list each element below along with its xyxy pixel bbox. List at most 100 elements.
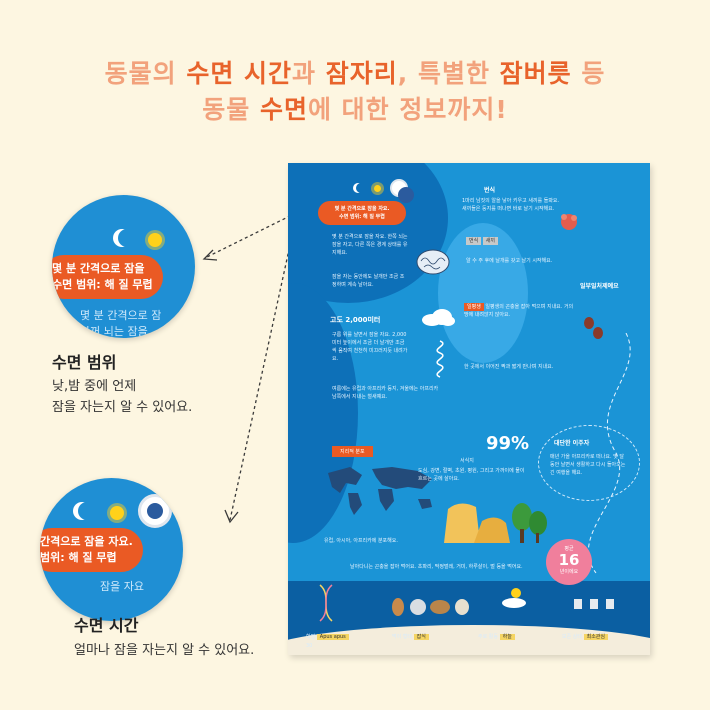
clock-icon — [390, 179, 414, 203]
arrow-to-time — [229, 235, 293, 521]
insect-icons — [392, 598, 469, 616]
geo-label: 지리적 분포 — [332, 446, 373, 457]
world-map — [328, 467, 432, 515]
spiral-icon — [436, 340, 444, 378]
altitude-label: 고도 2,000미터 — [330, 316, 381, 324]
tag-value: 하늘 — [499, 634, 515, 640]
paper-curve — [288, 625, 650, 655]
sun-icon — [148, 233, 162, 247]
badge-top: 평균 — [564, 546, 574, 552]
cloud-icon — [422, 309, 455, 326]
caption-desc-time: 얼마나 잠을 자는지 알 수 있어요. — [74, 643, 255, 658]
habitat-illustration — [444, 503, 547, 543]
pill-line: 수면 범위: 해 질 무렵 — [339, 214, 385, 220]
headline-text: 등 — [571, 59, 606, 88]
body-text: 도심, 강변, 절벽, 초원, 평원, 그리고 가까이에 물이 흐르는 곳에 살… — [418, 468, 525, 482]
sky-icon — [502, 588, 526, 608]
habitat-label: 서식지 — [460, 458, 474, 464]
caption-desc-range: 낮,밤 중에 언제 잠을 자는지 알 수 있어요. — [52, 376, 192, 418]
headline-highlight: 수면 시간 — [186, 59, 293, 88]
body-text: 알 수 주 후에 날개를 갖고 날기 시작해요. — [466, 258, 553, 264]
zoom-circle-sleep-time: 간격으로 잠을 자요. 범위: 해 질 무렵 잠을 자요 — [40, 478, 183, 621]
tag-conservation: 보존 상태 최소관심 — [562, 633, 608, 640]
highlight-row: 일평생 일평생의 곤충을 잡아 먹으며 지내요. 거의 땅에 내려앉지 않아요. — [464, 303, 574, 319]
headline-highlight: 잠버릇 — [499, 59, 572, 88]
tag-value: 잡식 — [413, 634, 429, 640]
moon-icon — [118, 229, 136, 247]
book-page-preview: 몇 분 간격으로 잠을 자요. 수면 범위: 해 질 무렵 몇 분 간격으로 잠… — [288, 163, 650, 655]
section-title-migrant: 대단한 이주자 — [554, 440, 590, 447]
bells-icon — [574, 599, 614, 609]
tag-scientific-name: 학명 Apus apus — [306, 633, 349, 640]
pill-line: 간격으로 잠을 자요. — [40, 535, 133, 548]
arrow-head — [202, 249, 218, 261]
sleep-info-pill: 몇 분 간격으로 잠을 수면 범위: 해 질 무렵 — [52, 255, 163, 299]
highlight-grey: 새끼 — [482, 237, 498, 245]
badge-bottom: 년이에요 — [559, 569, 579, 575]
bug-icon — [584, 317, 603, 339]
tag-diet: 먹이 형태 잡식 — [392, 633, 429, 640]
monogamy-label: 일부일처제예요 — [580, 283, 619, 290]
highlight-grey: 번식 — [466, 237, 482, 245]
migrant-frame — [538, 425, 640, 501]
pill-line: 몇 분 간격으로 잠을 자요. — [334, 206, 390, 212]
headline-text: 동물의 — [104, 59, 187, 88]
clock-icon — [138, 494, 172, 528]
body-text: 매년 가을 아프리카로 떠나요. 몇 달 동안 날면서 생활하고 다시 돌아오는… — [550, 454, 626, 476]
tag-value: 최소관심 — [583, 634, 608, 640]
body-text: 날아다니는 곤충을 잡아 먹어요. 초파리, 딱정벌레, 거미, 하루살이, 벌… — [350, 564, 523, 570]
caption-title-range: 수면 범위 — [52, 353, 117, 372]
tag-value: Apus apus — [316, 634, 349, 640]
headline-highlight: 수면 — [259, 95, 308, 124]
headline-line-2: 동물 수면에 대한 정보까지! — [0, 90, 710, 126]
section-title-breeding: 번식 — [484, 187, 496, 194]
sleep-info-pill: 몇 분 간격으로 잠을 자요. 수면 범위: 해 질 무렵 — [318, 201, 406, 225]
brain-icon — [416, 249, 450, 275]
tag-label: 보존 상태 — [562, 634, 582, 640]
tag-label: 먹이 형태 — [392, 634, 412, 640]
headline-text: 에 대한 정보까지! — [307, 95, 508, 124]
headline-text: 동물 — [202, 95, 260, 124]
page-number: 30 — [306, 643, 313, 649]
percent-value: 99% — [486, 433, 530, 454]
headline-line-1: 동물의 수면 시간과 잠자리, 특별한 잠버릇 등 — [0, 54, 710, 90]
moon-icon — [78, 502, 96, 520]
bg-blob — [438, 223, 528, 363]
body-text: 몇 분 간격으로 잠을 자요. 한쪽 뇌는 잠을 자고, 다른 쪽은 경계 상태… — [332, 234, 408, 256]
zoom-sub-text: 잠을 자요 — [100, 580, 144, 593]
pill-line: 수면 범위: 해 질 무렵 — [52, 278, 153, 291]
egg-cluster-icon — [561, 214, 577, 230]
dna-icon — [319, 584, 333, 622]
highlight-row: 번식 새끼 — [466, 237, 536, 245]
pill-line: 몇 분 간격으로 잠을 — [52, 262, 145, 275]
caption-line: 낮,밤 중에 언제 — [52, 379, 137, 394]
tag-label: 학명 — [306, 634, 316, 640]
sun-icon — [110, 506, 124, 520]
body-text: 한 곳에서 이어진 짝과 짧게 만나며 지내요. — [464, 364, 554, 370]
map-caption: 유럽, 아시아, 아프리카에 분포해요. — [324, 538, 398, 544]
caption-title-time: 수면 시간 — [74, 616, 139, 635]
sleep-info-pill: 간격으로 잠을 자요. 범위: 해 질 무렵 — [40, 528, 143, 572]
arrow-to-range — [204, 212, 297, 259]
headline-text: 과 — [292, 59, 326, 88]
pill-line: 범위: 해 질 무렵 — [40, 551, 117, 564]
body-text: 1마리 남짓의 알을 낳아 키우고 새끼를 돌봐요. 새끼들은 둥지를 떠나면 … — [462, 198, 560, 212]
caption-line: 잠을 자는지 알 수 있어요. — [52, 400, 193, 415]
badge-number: 16 — [558, 551, 580, 569]
arrow-head — [224, 509, 239, 524]
zoom-circle-sleep-range: 몇 분 간격으로 잠을 수면 범위: 해 질 무렵 몇 분 간격으로 잠 한꺼 … — [52, 195, 195, 338]
headline-text: , 특별한 — [397, 59, 500, 88]
tag-label: 주로 활동 — [478, 634, 498, 640]
body-text: 잠을 자는 동안에도 날개만 조금 조정하며 계속 날아요. — [332, 274, 405, 288]
zoom-sub-text: 한꺼 뇌는 잠을 — [80, 325, 148, 338]
lifespan-badge: 평균 16 년이에요 — [546, 539, 592, 585]
sun-icon — [374, 185, 381, 192]
body-text: 구름 위를 날면서 잠을 자요. 2,000미터 높이에서 조금 더 날개만 조… — [332, 332, 408, 362]
moon-icon — [356, 183, 366, 193]
highlight-orange: 일평생 — [464, 303, 484, 311]
zoom-sub-text: 몇 분 간격으로 잠 — [80, 309, 162, 322]
tag-activity: 주로 활동 하늘 — [478, 633, 515, 640]
headline-highlight: 잠자리 — [325, 59, 398, 88]
body-text: 여름에는 유럽과 아프리카 등지, 겨울에는 아프리카 남쪽에서 지내는 철새예… — [332, 386, 439, 400]
body-text: 일평생의 곤충을 잡아 먹으며 지내요. 거의 땅에 내려앉지 않아요. — [464, 304, 574, 318]
